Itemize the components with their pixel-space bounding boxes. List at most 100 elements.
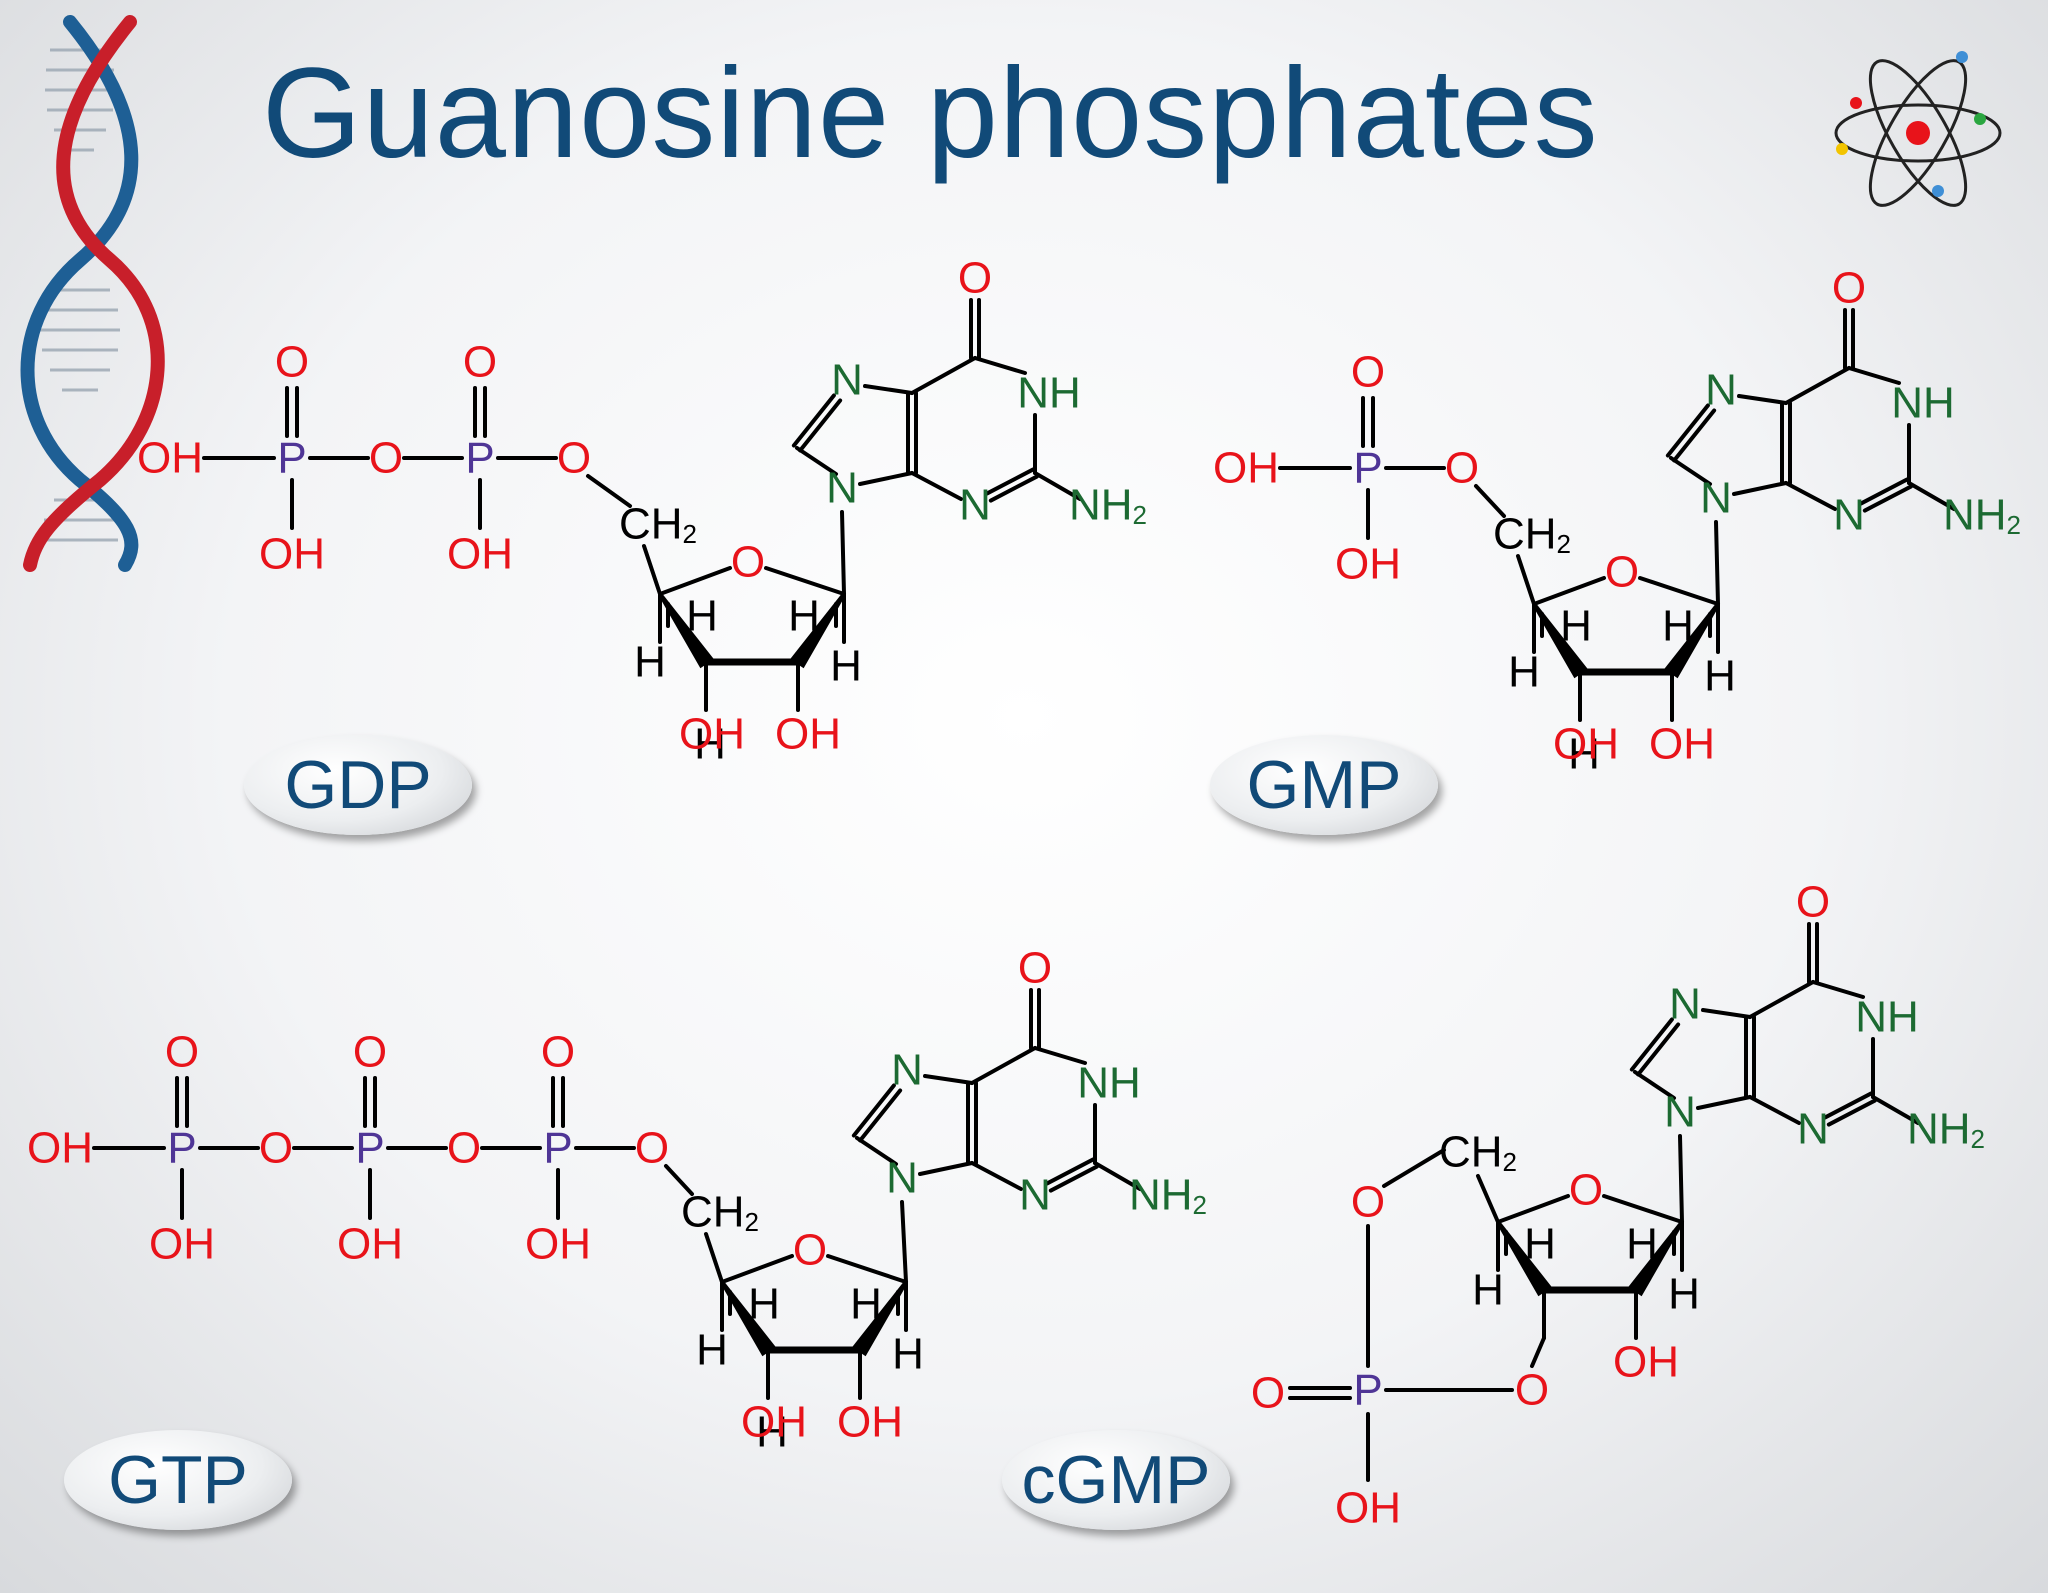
nh2-atom: NH2 <box>1069 481 1147 531</box>
bridge-oxygen: O <box>635 1124 669 1173</box>
bond <box>855 1136 898 1166</box>
n7-atom: N <box>1669 980 1701 1029</box>
h-atom: H <box>788 592 820 641</box>
bond <box>858 471 914 486</box>
bridge-oxygen: O <box>447 1124 481 1173</box>
n1h-atom: NH <box>1891 379 1955 428</box>
terminal-oh: OH <box>1213 444 1279 493</box>
n7-atom: N <box>1705 366 1737 415</box>
phosphoryl-oxygen: O <box>541 1028 575 1077</box>
bond <box>923 1074 974 1085</box>
bond <box>1672 408 1717 463</box>
bond <box>1516 554 1536 606</box>
bond <box>1871 1095 1920 1125</box>
n1h-atom: NH <box>1077 1059 1141 1108</box>
bond <box>863 384 914 395</box>
bond <box>795 446 838 476</box>
bond <box>642 544 662 596</box>
gdp-label: GDP <box>244 735 472 835</box>
h-atom: H <box>756 1408 788 1457</box>
ch2-group: CH2 <box>681 1188 759 1238</box>
h-atom: H <box>1668 1270 1700 1319</box>
h-atom: H <box>1568 730 1600 779</box>
n9-atom: N <box>886 1154 918 1203</box>
n9-atom: N <box>826 464 858 513</box>
phosphorus-atom: P <box>1353 444 1382 493</box>
bond <box>1476 1174 1500 1224</box>
o3-prime: O <box>1515 1366 1549 1415</box>
bond <box>1602 1194 1684 1224</box>
bond <box>1862 484 1913 513</box>
bond <box>1714 520 1720 606</box>
bond <box>1530 1336 1546 1368</box>
phosphorus-atom: P <box>543 1124 572 1173</box>
bond <box>1678 1134 1684 1224</box>
ch2-group: CH2 <box>1493 510 1571 560</box>
h-atom: H <box>634 638 666 687</box>
bond <box>1629 1017 1674 1072</box>
gmp-label: GMP <box>1210 735 1438 835</box>
h-atom: H <box>1472 1266 1504 1315</box>
phosphorus-atom: P <box>277 434 306 483</box>
phosphate-oh: OH <box>259 530 325 579</box>
n3-atom: N <box>1019 1171 1051 1220</box>
bond <box>1033 471 1082 501</box>
bond <box>1033 1046 1087 1065</box>
bond <box>910 356 977 395</box>
bond <box>840 510 846 596</box>
bond <box>1636 1022 1681 1077</box>
h-atom: H <box>1560 602 1592 651</box>
bond <box>826 1254 908 1284</box>
bond <box>1859 477 1910 506</box>
page-title: Guanosine phosphates <box>262 42 1599 185</box>
h-atom: H <box>1662 602 1694 651</box>
o6-atom: O <box>958 254 992 303</box>
bond <box>704 1232 724 1284</box>
phosphoryl-oxygen: O <box>165 1028 199 1077</box>
bond <box>1048 1164 1099 1193</box>
h-atom: H <box>748 1280 780 1329</box>
bond <box>1093 1161 1142 1191</box>
bond <box>918 1161 974 1176</box>
bond <box>988 474 1039 503</box>
bond <box>1382 1148 1446 1188</box>
bond <box>791 393 836 448</box>
oh-3prime: OH <box>1553 720 1619 769</box>
bond <box>910 471 963 501</box>
h-atom: H <box>686 592 718 641</box>
bond <box>1701 1008 1752 1019</box>
h-atom: H <box>1704 652 1736 701</box>
o6-atom: O <box>1796 878 1830 927</box>
bond <box>1638 576 1720 606</box>
n3-atom: N <box>1797 1105 1829 1154</box>
bond <box>1665 403 1710 458</box>
n3-atom: N <box>1833 491 1865 540</box>
n1h-atom: NH <box>1855 993 1919 1042</box>
phosphate-oh: OH <box>447 530 513 579</box>
phosphoryl-oxygen: O <box>1251 1369 1285 1418</box>
phosphoryl-oxygen: O <box>275 338 309 387</box>
oh-3prime: OH <box>679 710 745 759</box>
cgmp-label: cGMP <box>1002 1430 1230 1530</box>
phosphorus-atom: P <box>355 1124 384 1173</box>
bond <box>798 398 843 453</box>
bond <box>858 1088 903 1143</box>
h-atom: H <box>1524 1220 1556 1269</box>
bond <box>1732 481 1788 496</box>
bond <box>1847 366 1901 385</box>
oh-2prime: OH <box>1613 1338 1679 1387</box>
n7-atom: N <box>891 1046 923 1095</box>
phosphate-oh: OH <box>1335 540 1401 589</box>
bond <box>1826 1098 1877 1127</box>
h-atom: H <box>694 720 726 769</box>
bond <box>1811 980 1865 999</box>
n1h-atom: NH <box>1017 369 1081 418</box>
bond <box>1669 456 1712 486</box>
bridge-oxygen: O <box>1445 444 1479 493</box>
bond <box>720 1254 794 1284</box>
o6-atom: O <box>1018 944 1052 993</box>
phosphate-oh: OH <box>525 1220 591 1269</box>
